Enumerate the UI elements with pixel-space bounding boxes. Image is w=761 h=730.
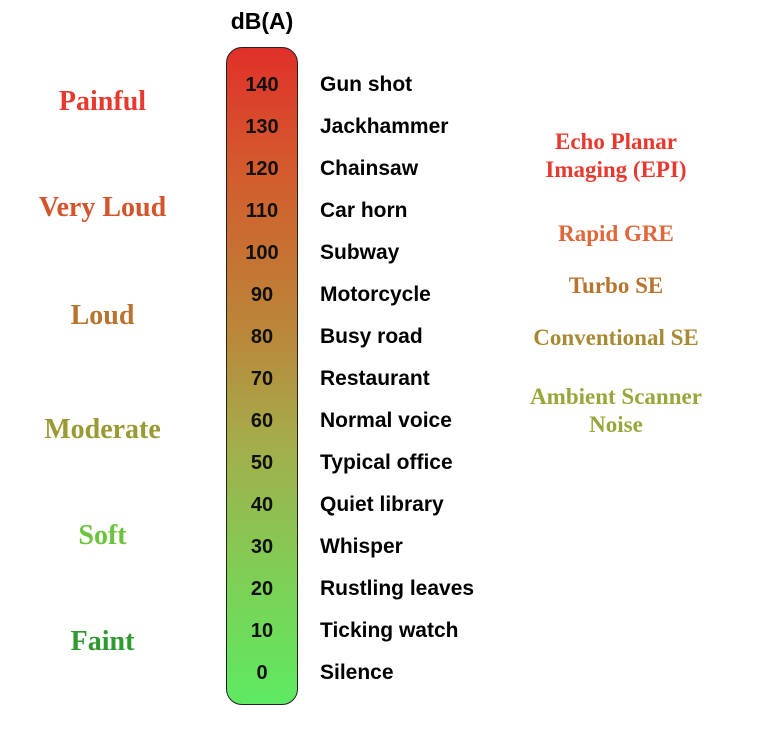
mri-sequence-line: Turbo SE (568, 273, 664, 298)
loudness-level-label: Very Loud (38, 192, 167, 223)
decibel-value: 70 (250, 368, 274, 390)
mri-sequence-label: Conventional SE (496, 324, 736, 352)
decibel-value: 140 (245, 74, 279, 96)
decibel-value: 20 (250, 578, 274, 600)
decibel-value: 40 (250, 494, 274, 516)
sound-source-label: Quiet library (320, 493, 444, 516)
sound-source-label: Silence (320, 661, 394, 684)
unit-label: dB(A) (230, 8, 294, 34)
decibel-value: 100 (245, 242, 279, 264)
loudness-level-label: Faint (70, 626, 135, 657)
mri-sequence-line: Rapid GRE (558, 221, 674, 246)
mri-sequence-line: Ambient Scanner (530, 384, 702, 409)
loudness-level-label: Soft (78, 520, 127, 551)
decibel-value: 90 (250, 284, 274, 306)
mri-sequence-line: Imaging (EPI) (545, 157, 687, 182)
sound-source-label: Whisper (320, 535, 403, 558)
sound-source-label: Normal voice (320, 409, 452, 432)
decibel-value: 80 (250, 326, 274, 348)
sound-source-label: Jackhammer (320, 115, 449, 138)
sound-source-label: Busy road (320, 325, 423, 348)
sound-source-label: Restaurant (320, 367, 430, 390)
decibel-value: 10 (250, 620, 274, 642)
mri-sequence-line: Noise (589, 412, 643, 437)
mri-sequence-line: Echo Planar (554, 129, 678, 154)
decibel-value: 60 (250, 410, 274, 432)
sound-source-label: Rustling leaves (320, 577, 475, 600)
mri-sequence-label: Rapid GRE (496, 220, 736, 248)
loudness-level-label: Moderate (44, 414, 161, 445)
sound-source-label: Typical office (320, 451, 453, 474)
decibel-value: 130 (245, 116, 279, 138)
decibel-value: 50 (250, 452, 274, 474)
sound-source-label: Car horn (320, 199, 408, 222)
decibel-value: 120 (245, 158, 279, 180)
sound-source-label: Subway (320, 241, 400, 264)
sound-source-label: Gun shot (320, 73, 413, 96)
decibel-value: 30 (250, 536, 274, 558)
loudness-level-label: Loud (70, 300, 135, 331)
loudness-level-label: Painful (58, 86, 147, 117)
decibel-value: 110 (245, 200, 279, 222)
mri-sequence-line: Conventional SE (533, 325, 699, 350)
decibel-bar (226, 47, 298, 705)
mri-sequence-label: Turbo SE (496, 272, 736, 300)
decibel-value: 0 (256, 662, 268, 684)
sound-source-label: Chainsaw (320, 157, 419, 180)
sound-source-label: Motorcycle (320, 283, 431, 306)
sound-source-label: Ticking watch (320, 619, 459, 642)
